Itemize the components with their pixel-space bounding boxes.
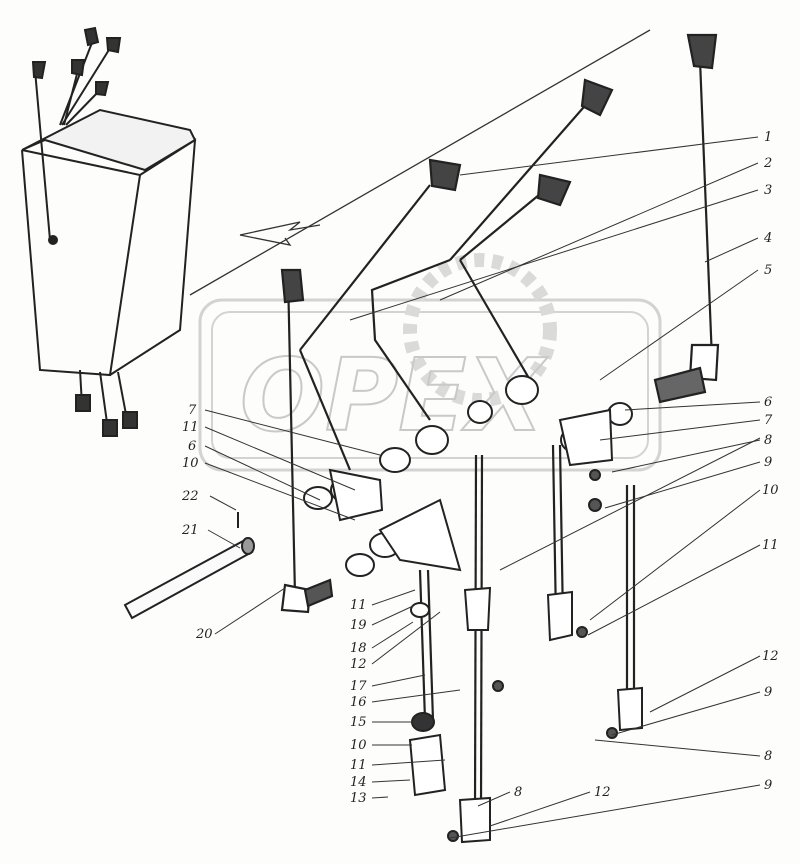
- callout-9-lower: 9: [764, 685, 772, 700]
- levers: [280, 33, 720, 811]
- callout-7-left: 7: [188, 403, 197, 418]
- callout-8-bottom: 8: [514, 785, 522, 800]
- bushings: [303, 375, 643, 844]
- callout-8: 8: [764, 433, 772, 448]
- callout-7: 7: [764, 413, 773, 428]
- callout-4: 4: [763, 231, 772, 246]
- callout-10: 10: [762, 483, 779, 498]
- callout-13: 13: [350, 791, 367, 806]
- control-box: [21, 26, 197, 437]
- shaft: [123, 512, 255, 620]
- callout-11-mid-lower: 11: [350, 758, 367, 773]
- callout-3: 3: [764, 183, 772, 198]
- callout-1: 1: [764, 130, 772, 145]
- callout-11-mid: 11: [350, 598, 367, 613]
- callout-11: 11: [762, 538, 779, 553]
- callout-6: 6: [764, 395, 772, 410]
- callout-9-bottom: 9: [764, 778, 772, 793]
- leader-lines: [204, 136, 761, 839]
- callout-12: 12: [762, 649, 779, 664]
- callout-12-mid: 12: [350, 657, 367, 672]
- callout-18: 18: [350, 641, 367, 656]
- callout-labels: 1 2 3 4 5 6 7 8 9 10 11 12 9 8 9 12 8 7 …: [181, 130, 779, 806]
- callout-16: 16: [350, 695, 367, 710]
- callout-6-left: 6: [188, 439, 196, 454]
- callout-8-lower: 8: [764, 749, 772, 764]
- callout-17: 17: [350, 679, 367, 694]
- callout-11-left: 11: [182, 420, 199, 435]
- callout-21: 21: [181, 523, 199, 538]
- watermark-text: OPEX: [240, 337, 549, 454]
- callout-5: 5: [764, 263, 772, 278]
- callout-15: 15: [350, 715, 367, 730]
- travel-direction-arrow: [189, 29, 651, 296]
- callout-22: 22: [181, 489, 199, 504]
- callout-10-mid: 10: [350, 738, 367, 753]
- callout-9: 9: [764, 455, 772, 470]
- callout-20: 20: [195, 627, 213, 642]
- callout-14: 14: [350, 775, 367, 790]
- callout-2: 2: [763, 156, 772, 171]
- callout-12-bottom: 12: [594, 785, 611, 800]
- callout-19: 19: [350, 618, 367, 633]
- callout-10-left: 10: [182, 456, 199, 471]
